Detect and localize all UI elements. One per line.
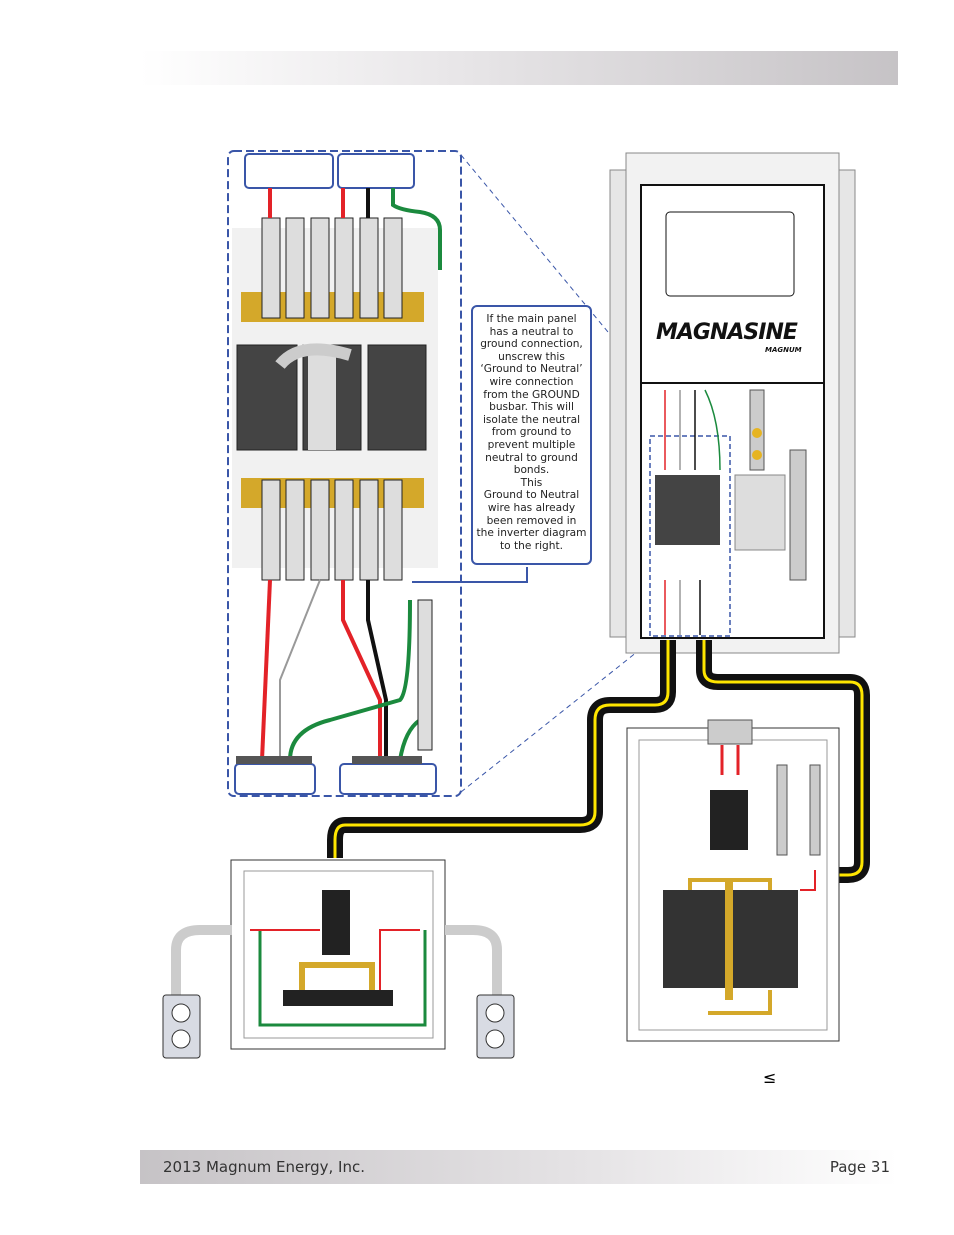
main-panel bbox=[626, 719, 840, 1042]
footer-copyright: 2013 Magnum Energy, Inc. bbox=[163, 1158, 365, 1176]
page-number: Page 31 bbox=[829, 1158, 890, 1176]
conduit-paths bbox=[327, 640, 870, 883]
magnasine-inverter bbox=[609, 152, 856, 654]
outlet-right bbox=[476, 994, 515, 1059]
zoom-guide-lines bbox=[460, 154, 653, 793]
ground-neutral-callout: If the main panel has a neutral to groun… bbox=[471, 305, 592, 565]
inverter-subpanel-detail bbox=[227, 150, 528, 797]
magnum-logo: MAGNUM bbox=[765, 346, 802, 354]
load-panel bbox=[162, 859, 515, 1059]
magnasine-logo: MAGNASINE bbox=[656, 320, 798, 345]
outlet-left bbox=[162, 994, 201, 1059]
header-bar bbox=[140, 51, 898, 85]
callout-pointer bbox=[412, 567, 528, 583]
footer-bar: 2013 Magnum Energy, Inc. Page 31 bbox=[140, 1150, 898, 1184]
symbol-text: ≤ bbox=[763, 1068, 777, 1087]
